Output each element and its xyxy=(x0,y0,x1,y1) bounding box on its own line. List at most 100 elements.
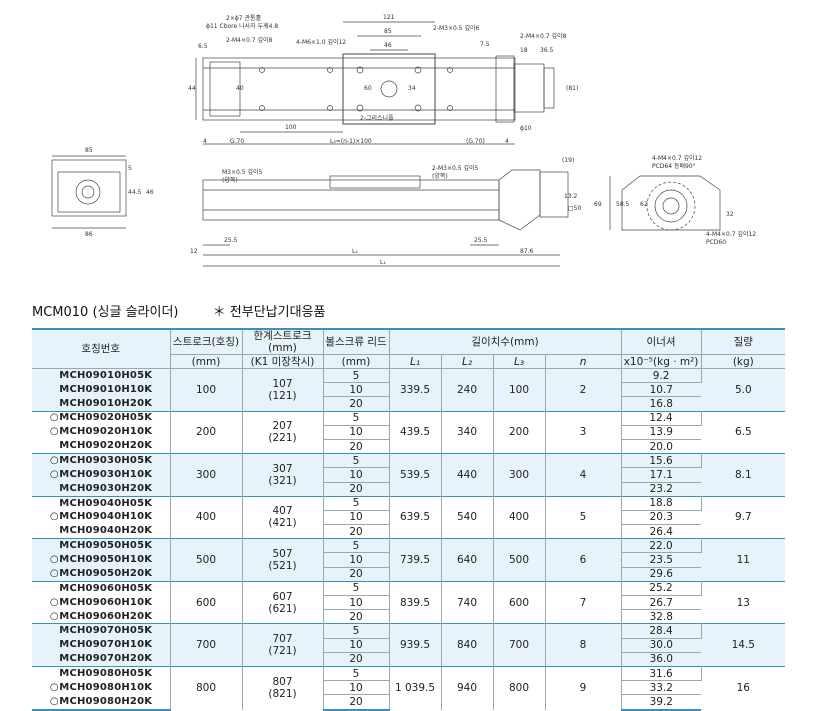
inertia-cell: 33.2 xyxy=(621,680,702,696)
inertia-cell: 22.0 xyxy=(621,538,702,554)
header-mass: 질량 xyxy=(701,328,786,355)
model-code-cell: MCH09070H20K xyxy=(32,652,171,667)
stroke-cell: 100 xyxy=(170,368,243,412)
lead-cell: 10 xyxy=(323,382,390,398)
model-code: MCH09070H05K xyxy=(59,625,153,637)
model-code: MCH09030H20K xyxy=(59,482,153,494)
l1-cell: 939.5 xyxy=(389,623,442,667)
lead-cell: 10 xyxy=(323,425,390,440)
limit-sub-value: (621) xyxy=(268,602,297,615)
model-code: MCH09020H05K xyxy=(59,412,153,424)
model-code-cell: MCH09050H05K xyxy=(32,538,171,553)
limit-cell: 707(721) xyxy=(242,623,324,667)
svg-text:44: 44 xyxy=(188,85,196,92)
model-code-cell: ○MCH09040H10K xyxy=(32,510,171,525)
model-code-cell: MCH09010H05K xyxy=(32,367,171,383)
stroke-cell: 600 xyxy=(170,580,243,624)
n-cell: 7 xyxy=(545,580,622,624)
inertia-cell: 16.8 xyxy=(621,396,702,412)
stroke-cell: 700 xyxy=(170,623,243,667)
svg-text:87.6: 87.6 xyxy=(520,248,534,255)
model-code: MCH09040H10K xyxy=(59,511,153,523)
svg-text:PCD60: PCD60 xyxy=(706,239,726,246)
model-code-cell: ○MCH09020H10K xyxy=(32,425,171,440)
model-code: MCH09080H05K xyxy=(59,667,153,679)
limit-cell: 107(121) xyxy=(242,368,324,412)
l3-cell: 500 xyxy=(493,538,546,582)
inertia-cell: 10.7 xyxy=(621,382,702,398)
model-code-cell: ○MCH09080H20K xyxy=(32,694,171,711)
svg-text:2-그리스니플: 2-그리스니플 xyxy=(360,114,394,122)
l1-cell: 1 039.5 xyxy=(389,665,442,710)
inertia-cell: 32.8 xyxy=(649,610,673,623)
inertia-cell: 26.4 xyxy=(649,525,673,538)
model-code: MCH09020H10K xyxy=(59,426,153,438)
lead-cell: 10 xyxy=(323,638,390,653)
l1-cell: 639.5 xyxy=(389,495,442,539)
svg-text:(G.70): (G.70) xyxy=(466,138,485,145)
svg-text:86: 86 xyxy=(85,231,93,238)
model-code-cell: MCH09040H05K xyxy=(32,495,171,511)
mass-cell: 11 xyxy=(701,538,786,582)
l3-cell: 800 xyxy=(493,665,546,710)
l3-cell: 700 xyxy=(493,623,546,667)
lead-cell: 10 xyxy=(323,552,390,568)
model-code-cell: ○MCH09050H10K xyxy=(32,552,171,568)
lead-cell: 5 xyxy=(323,580,390,597)
model-code-cell: MCH09070H05K xyxy=(32,623,171,639)
header-lead: 볼스크류 리드 xyxy=(323,328,390,355)
svg-text:4-M4×0.7 깊이12: 4-M4×0.7 깊이12 xyxy=(652,154,702,162)
header-inertia: 이너셔 xyxy=(621,328,702,355)
model-code-cell: ○MCH09060H10K xyxy=(32,595,171,610)
l2-cell: 440 xyxy=(441,453,494,497)
svg-text:34: 34 xyxy=(408,85,416,92)
flange-view xyxy=(621,175,721,231)
svg-text:2-M3×0.5 깊이6: 2-M3×0.5 깊이6 xyxy=(433,24,479,32)
l3-cell: 300 xyxy=(493,453,546,497)
limit-sub-value: (721) xyxy=(268,645,297,658)
inertia-cell: 15.6 xyxy=(621,453,702,469)
l3-cell: 400 xyxy=(493,495,546,539)
top-view-body xyxy=(202,57,516,121)
svg-text:58.5: 58.5 xyxy=(616,201,630,208)
stock-mark: ○ xyxy=(49,554,59,566)
svg-text:M3×0.5 깊이5: M3×0.5 깊이5 xyxy=(222,168,263,176)
svg-text:32: 32 xyxy=(726,211,734,218)
model-code-cell: ○MCH09050H20K xyxy=(32,567,171,582)
section-title: MCM010 (싱글 슬라이더) ＊ 전부단납기대응품 xyxy=(32,301,325,320)
svg-text:L₂: L₂ xyxy=(352,248,358,255)
top-view-slider xyxy=(342,53,436,125)
header-stroke: 스트로크(호칭) xyxy=(170,328,243,355)
svg-text:2×ϕ7 관통홀: 2×ϕ7 관통홀 xyxy=(226,14,262,22)
model-code-cell: ○MCH09030H10K xyxy=(32,467,171,482)
model-code-cell: MCH09080H05K xyxy=(32,665,171,681)
lead-cell: 20 xyxy=(323,524,390,539)
stock-mark: ○ xyxy=(49,511,59,523)
model-code-cell: ○MCH09060H20K xyxy=(32,609,171,624)
header-length: 길이치수(mm) xyxy=(389,328,622,355)
title-text: MCM010 (싱글 슬라이더) xyxy=(32,305,179,320)
model-code-cell: MCH09030H20K xyxy=(32,482,171,497)
inertia-cell: 31.6 xyxy=(621,665,702,682)
lead-cell: 20 xyxy=(323,439,390,454)
lead-cell: 20 xyxy=(323,609,390,624)
header-l2: L₂ xyxy=(441,354,494,369)
stock-mark: ○ xyxy=(49,567,59,579)
l2-cell: 240 xyxy=(441,368,494,412)
svg-text:44.5: 44.5 xyxy=(128,189,142,196)
n-cell: 5 xyxy=(545,495,622,539)
svg-text:2-M4×0.7 깊이8: 2-M4×0.7 깊이8 xyxy=(226,36,272,44)
svg-text:(81): (81) xyxy=(566,85,578,92)
lead-cell: 10 xyxy=(323,680,390,696)
inertia-cell: 23.2 xyxy=(621,482,702,497)
svg-text:12: 12 xyxy=(190,248,198,255)
model-code: MCH09010H10K xyxy=(59,383,153,395)
mass-cell: 16 xyxy=(701,665,786,710)
l2-cell: 640 xyxy=(441,538,494,582)
limit-sub-value: (821) xyxy=(268,688,297,701)
